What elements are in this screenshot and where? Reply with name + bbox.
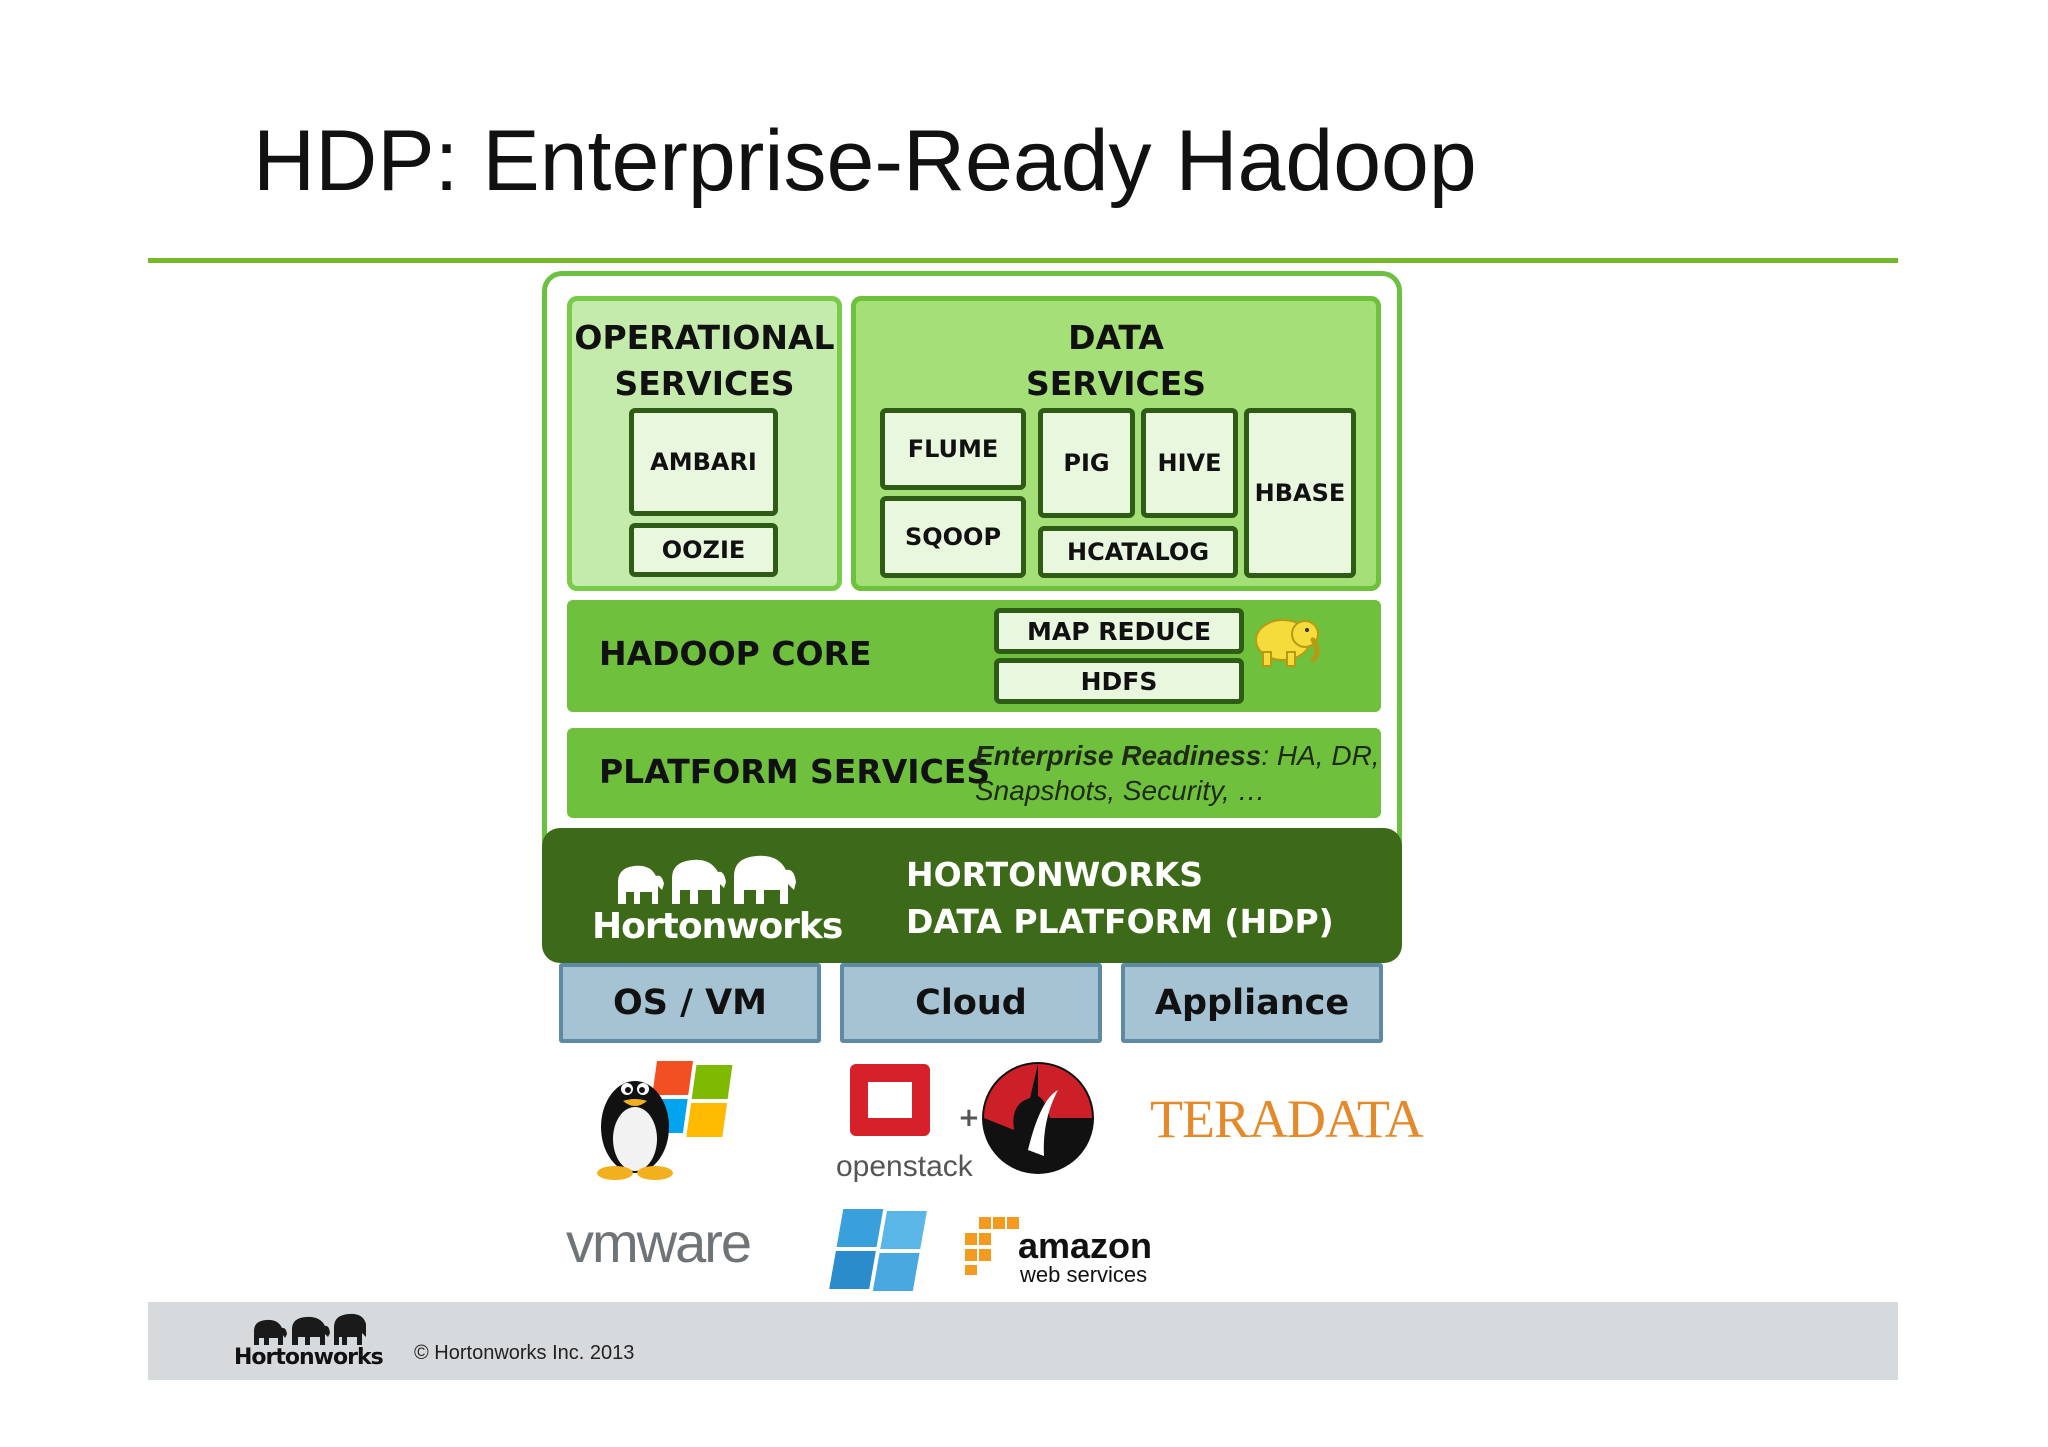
deploy-os-vm: OS / VM bbox=[559, 963, 821, 1043]
data-heading-line2: SERVICES bbox=[1025, 364, 1207, 403]
hdp-title-line1: HORTONWORKS bbox=[906, 855, 1203, 894]
rackspace-icon bbox=[982, 1062, 1094, 1174]
hive-box: HIVE bbox=[1141, 408, 1238, 518]
data-heading-line1: DATA bbox=[1068, 318, 1164, 357]
data-services-heading: DATA SERVICES bbox=[856, 315, 1376, 407]
hdp-title: HORTONWORKS DATA PLATFORM (HDP) bbox=[906, 851, 1334, 945]
hadoop-core-band: HADOOP CORE MAP REDUCE HDFS bbox=[567, 600, 1381, 712]
mapreduce-box: MAP REDUCE bbox=[994, 608, 1244, 654]
hdfs-box: HDFS bbox=[994, 658, 1244, 704]
operational-services-heading: OPERATIONAL SERVICES bbox=[572, 315, 837, 407]
pig-box: PIG bbox=[1038, 408, 1135, 518]
operational-heading-line1: OPERATIONAL bbox=[574, 318, 835, 357]
title-divider bbox=[148, 258, 1898, 263]
hadoop-elephant-icon bbox=[1255, 619, 1320, 667]
enterprise-readiness-note: Enterprise Readiness: HA, DR, Snapshots,… bbox=[975, 738, 1395, 808]
flume-box: FLUME bbox=[880, 408, 1026, 490]
slide-title: HDP: Enterprise-Ready Hadoop bbox=[253, 113, 1477, 209]
footer-copyright: © Hortonworks Inc. 2013 bbox=[414, 1342, 635, 1364]
vmware-logo: vmware bbox=[566, 1211, 752, 1274]
enterprise-readiness-details: : HA, DR, Snapshots, Security, … bbox=[975, 740, 1380, 806]
hortonworks-elephants-icon bbox=[618, 855, 796, 904]
plus-icon: + bbox=[958, 1103, 980, 1133]
oozie-box: OOZIE bbox=[629, 523, 778, 577]
hbase-box: HBASE bbox=[1244, 408, 1356, 578]
openstack-logo-text: openstack bbox=[836, 1150, 973, 1183]
windows-logo-icon bbox=[829, 1209, 927, 1291]
footer-logo-text: Hortonworks bbox=[234, 1345, 384, 1370]
operational-services-panel: OPERATIONAL SERVICES AMBARI OOZIE bbox=[567, 296, 842, 591]
platform-services-band: PLATFORM SERVICES bbox=[567, 728, 1381, 818]
data-services-panel: DATA SERVICES FLUME SQOOP PIG HIVE HCATA… bbox=[851, 296, 1381, 591]
openstack-icon bbox=[850, 1064, 930, 1136]
hadoop-core-label: HADOOP CORE bbox=[599, 634, 872, 673]
footer-elephants-icon bbox=[254, 1313, 366, 1345]
aws-logo-subtext: web services bbox=[1020, 1262, 1148, 1287]
operational-heading-line2: SERVICES bbox=[614, 364, 795, 403]
hcatalog-box: HCATALOG bbox=[1038, 526, 1238, 578]
amazon-logo-text: amazon bbox=[1018, 1225, 1153, 1266]
footer-bar bbox=[148, 1302, 1898, 1380]
hdp-title-line2: DATA PLATFORM (HDP) bbox=[906, 902, 1334, 941]
sqoop-box: SQOOP bbox=[880, 496, 1026, 578]
linux-windows-logo-icon bbox=[597, 1061, 733, 1180]
hdp-band: Hortonworks HORTONWORKS DATA PLATFORM (H… bbox=[542, 828, 1402, 963]
enterprise-readiness-term: Enterprise Readiness bbox=[975, 740, 1262, 771]
hortonworks-logo-text: Hortonworks bbox=[592, 906, 843, 947]
aws-cubes-icon bbox=[965, 1217, 1019, 1275]
deploy-appliance: Appliance bbox=[1121, 963, 1383, 1043]
deploy-cloud: Cloud bbox=[840, 963, 1102, 1043]
teradata-logo: TERADATA bbox=[1150, 1089, 1424, 1149]
ambari-box: AMBARI bbox=[629, 408, 778, 516]
platform-services-label: PLATFORM SERVICES bbox=[599, 752, 991, 791]
